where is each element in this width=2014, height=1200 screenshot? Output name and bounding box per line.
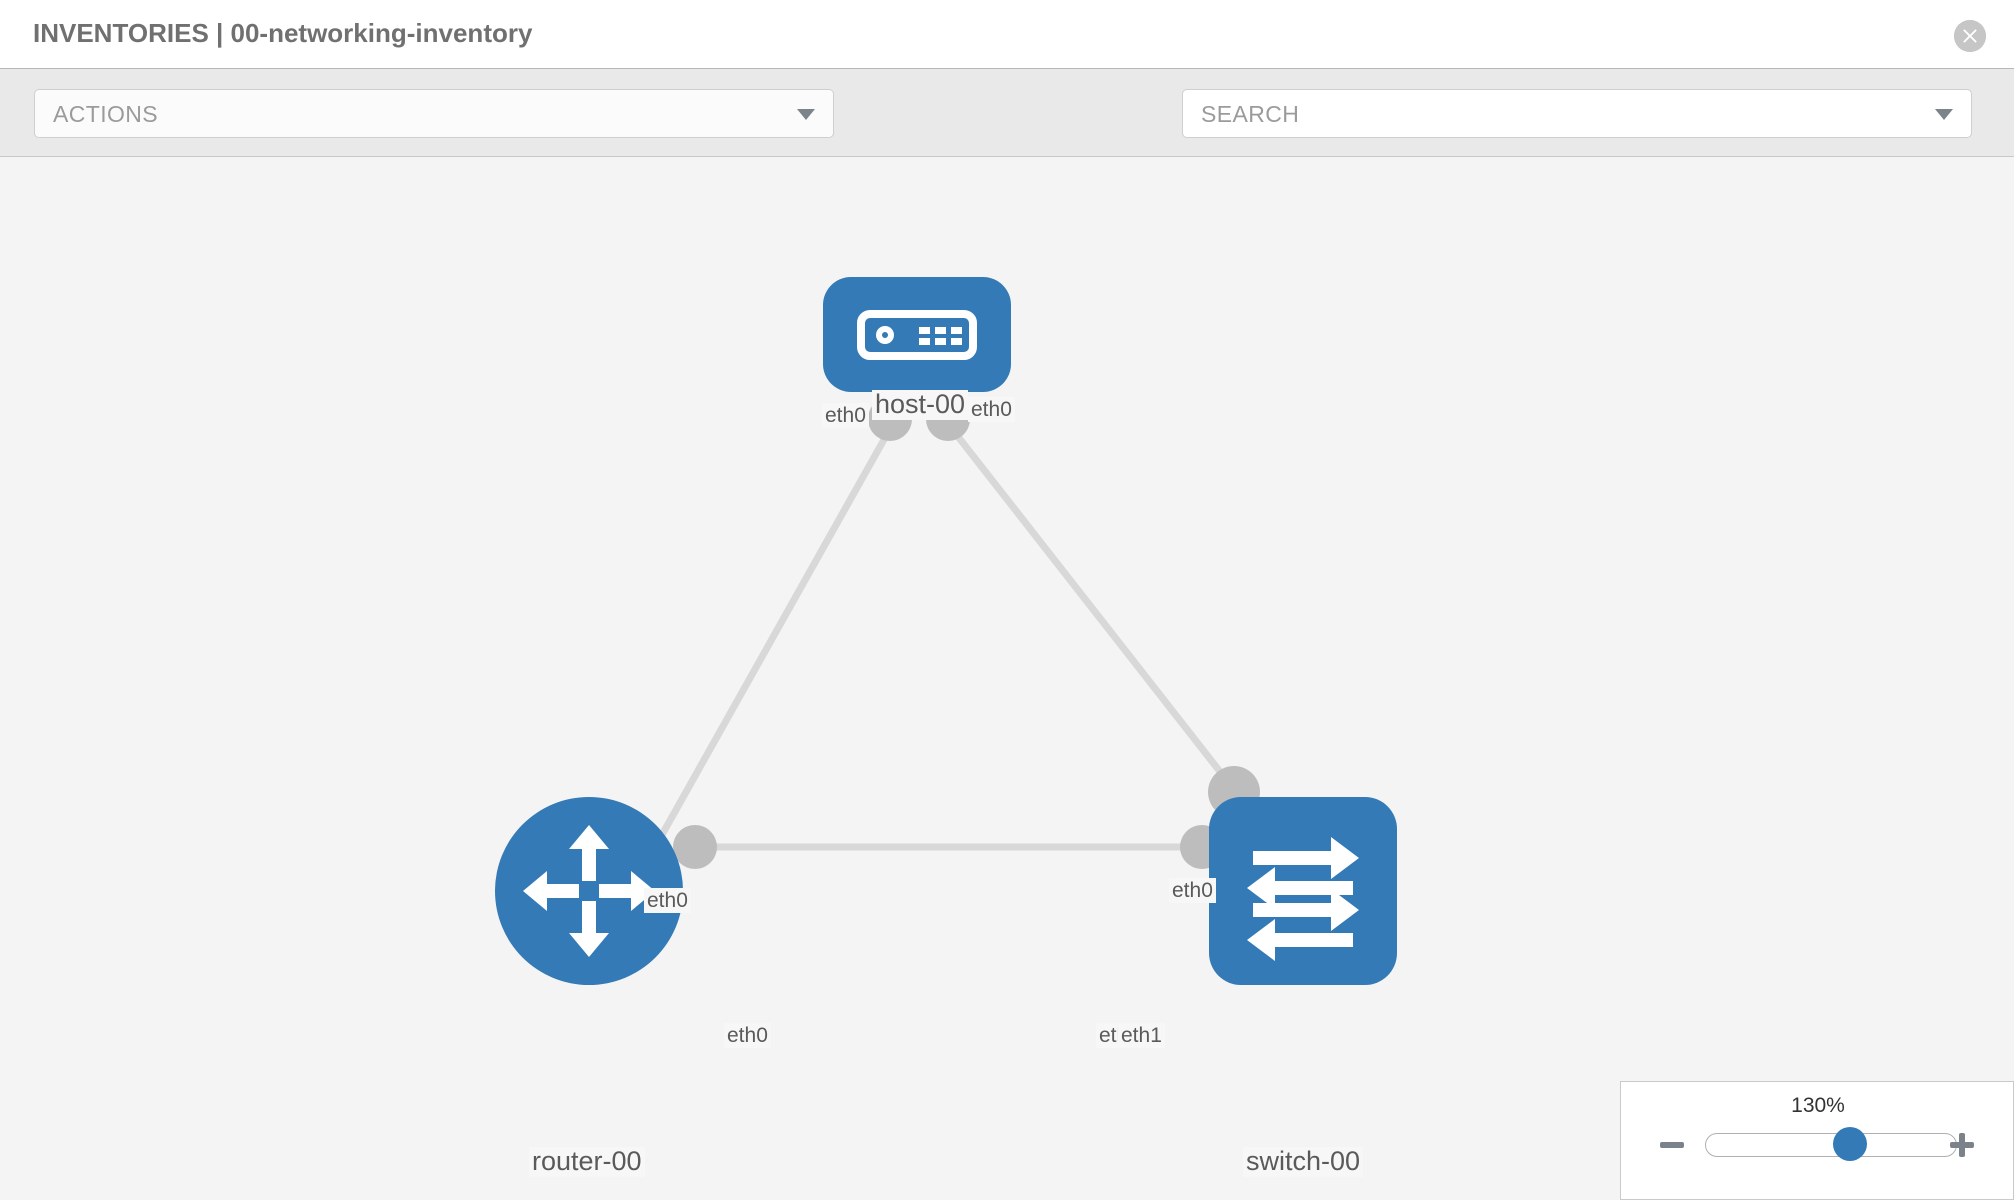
- actions-dropdown[interactable]: ACTIONS: [34, 89, 834, 138]
- node-label-host-00: host-00: [872, 389, 969, 420]
- minus-icon[interactable]: [1657, 1130, 1687, 1160]
- zoom-percent-label: 130%: [1791, 1094, 1845, 1117]
- interface-label-host-left: eth0: [822, 403, 869, 429]
- window-header: INVENTORIES | 00-networking-inventory: [0, 0, 2014, 69]
- chevron-down-icon: [797, 109, 815, 120]
- page-title: INVENTORIES | 00-networking-inventory: [33, 18, 533, 48]
- toolbar: ACTIONS SEARCH: [0, 69, 2014, 192]
- interface-label-host-right: eth0: [968, 397, 1015, 423]
- zoom-slider-thumb[interactable]: [1833, 1127, 1867, 1161]
- switch-arrows-icon: [1209, 797, 1397, 985]
- router-arrows-icon: [495, 797, 683, 985]
- node-label-router-00: router-00: [529, 1146, 645, 1177]
- plus-icon[interactable]: [1947, 1130, 1977, 1160]
- connector-router-right: [673, 825, 717, 869]
- edge-host-switch: [942, 417, 1235, 790]
- interface-label-switch-top: eth0: [1169, 878, 1216, 904]
- interface-label-switch-left: eth1: [1118, 1023, 1165, 1049]
- zoom-slider-track[interactable]: [1705, 1133, 1957, 1157]
- node-label-switch-00: switch-00: [1243, 1146, 1364, 1177]
- topology-canvas[interactable]: eth0 eth0 eth0 eth0 eth0 eth0 eth1 host-…: [0, 157, 2014, 1200]
- interface-label-router-right: eth0: [724, 1023, 771, 1049]
- search-input[interactable]: SEARCH: [1182, 89, 1972, 138]
- search-placeholder: SEARCH: [1201, 101, 1300, 127]
- interface-label-router-top: eth0: [644, 888, 691, 914]
- chevron-down-icon[interactable]: [1935, 109, 1953, 120]
- close-icon[interactable]: [1954, 20, 1986, 52]
- server-icon: [823, 277, 1011, 392]
- actions-dropdown-label: ACTIONS: [53, 101, 159, 127]
- zoom-control-panel: 130%: [1620, 1081, 2014, 1200]
- edge-host-router: [641, 418, 899, 867]
